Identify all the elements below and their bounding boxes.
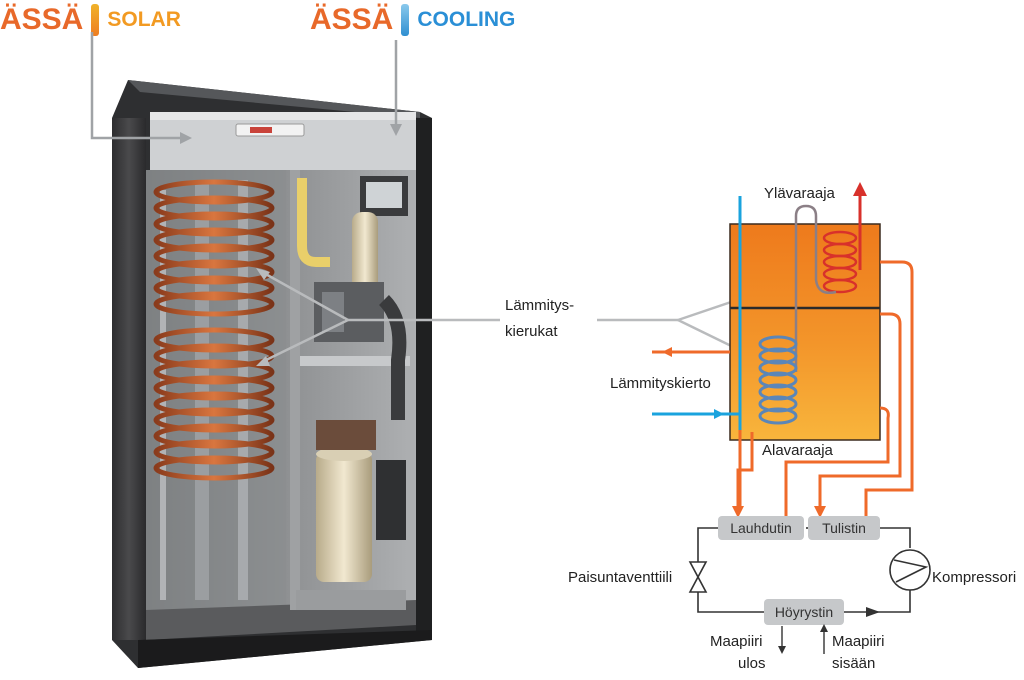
- logo-name: ÄSSÄ: [0, 3, 84, 36]
- heat-pump-schematic: Lauhdutin Tulistin Höyrystin Ylävaraaja …: [568, 182, 1016, 672]
- solar-leader-line: [90, 32, 180, 140]
- control-panel-top: [150, 112, 416, 170]
- upper-tank-label: Ylävaraaja: [764, 185, 836, 202]
- compressor-icon: [889, 549, 931, 591]
- ground-in-label-2: sisään: [832, 655, 875, 672]
- lower-tank-label: Alavaraaja: [762, 442, 834, 459]
- logo-bar: [91, 4, 100, 36]
- condenser-label: Lauhdutin: [730, 520, 792, 536]
- logo-name: ÄSSÄ: [310, 3, 394, 36]
- evaporator-label: Höyrystin: [775, 604, 833, 620]
- logo-sub: SOLAR: [107, 8, 181, 31]
- condenser-box: [718, 516, 804, 540]
- ground-in-label-1: Maapiiri: [832, 633, 885, 650]
- upper-coil: [822, 230, 858, 294]
- heat-pump-cabinet: [112, 80, 432, 668]
- expansion-valve-icon: [688, 561, 708, 593]
- evaporator-box: [764, 599, 844, 625]
- ground-out-label-1: Maapiiri: [710, 633, 763, 650]
- expansion-valve-label: Paisuntaventtiili: [568, 569, 672, 586]
- logo-bar: [401, 4, 410, 36]
- ground-out-label-2: ulos: [738, 655, 766, 672]
- compressor-cylinder: [316, 452, 372, 582]
- liquefier-box: [808, 516, 880, 540]
- logo-sub: COOLING: [417, 8, 516, 31]
- heating-circuit-label: Lämmityskierto: [610, 375, 711, 392]
- lower-coil: [758, 335, 798, 425]
- refrigerant-loop: [697, 527, 911, 613]
- copper-heating-coil: [153, 179, 275, 600]
- assa-solar-logo: ÄSSÄ SOLAR: [0, 3, 181, 36]
- refrigerant-pipes: [736, 260, 914, 518]
- callout-label-line2: kierukat: [505, 323, 558, 340]
- assa-cooling-logo: ÄSSÄ COOLING: [310, 3, 516, 36]
- expansion-vessel: [352, 212, 378, 292]
- storage-tank: [729, 223, 881, 441]
- liquefier-label: Tulistin: [822, 520, 866, 536]
- compressor-label: Kompressori: [932, 569, 1016, 586]
- callout-label-line1: Lämmitys-: [505, 297, 574, 314]
